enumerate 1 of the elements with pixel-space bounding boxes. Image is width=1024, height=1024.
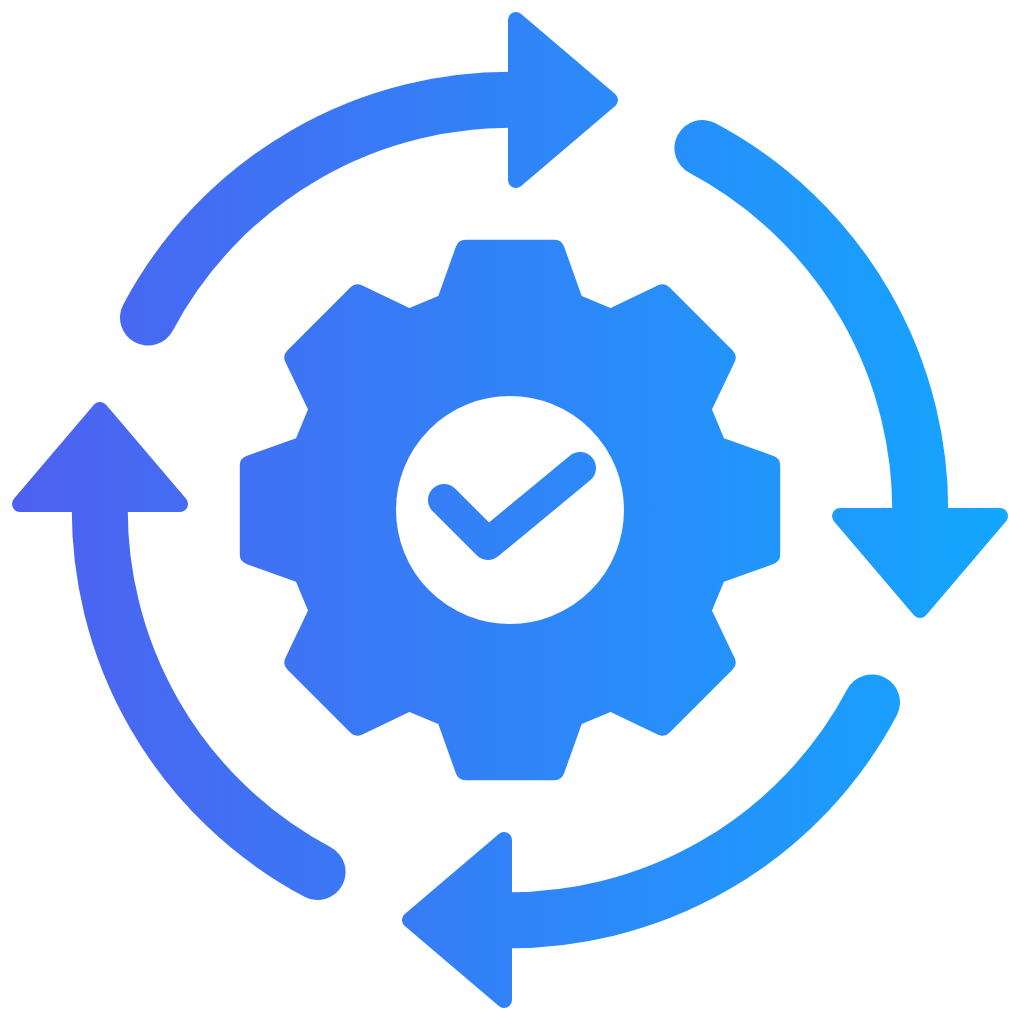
gear-check-icon [239, 239, 781, 781]
